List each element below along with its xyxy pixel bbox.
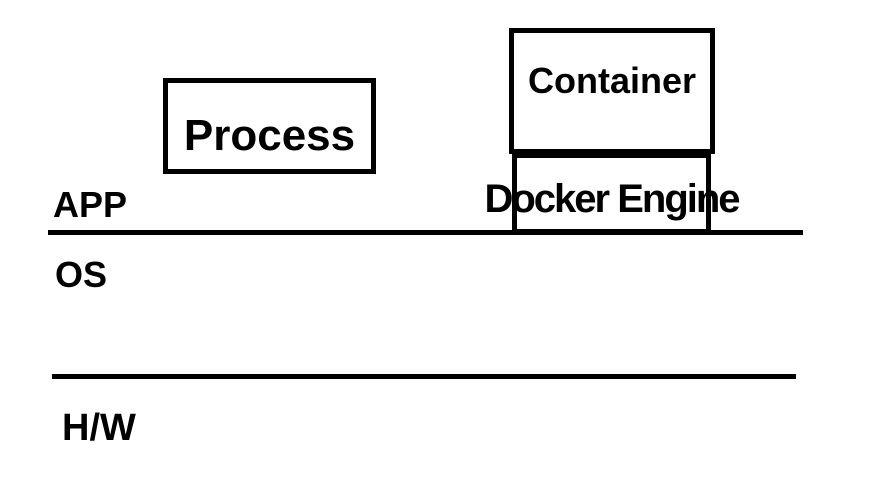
container-box: Container: [509, 28, 715, 154]
container-label: Container: [527, 60, 696, 101]
docker-engine-box: Docker Engine: [484, 153, 741, 234]
app-layer-label: APP: [53, 184, 128, 225]
os-hw-divider-line: [52, 374, 796, 379]
app-os-divider-line: [48, 230, 803, 235]
docker-engine-label: Docker Engine: [484, 177, 740, 221]
process-box: Process: [163, 78, 376, 174]
hw-layer-label: H/W: [62, 407, 136, 449]
process-label: Process: [183, 111, 356, 160]
os-layer-label: OS: [55, 254, 108, 295]
